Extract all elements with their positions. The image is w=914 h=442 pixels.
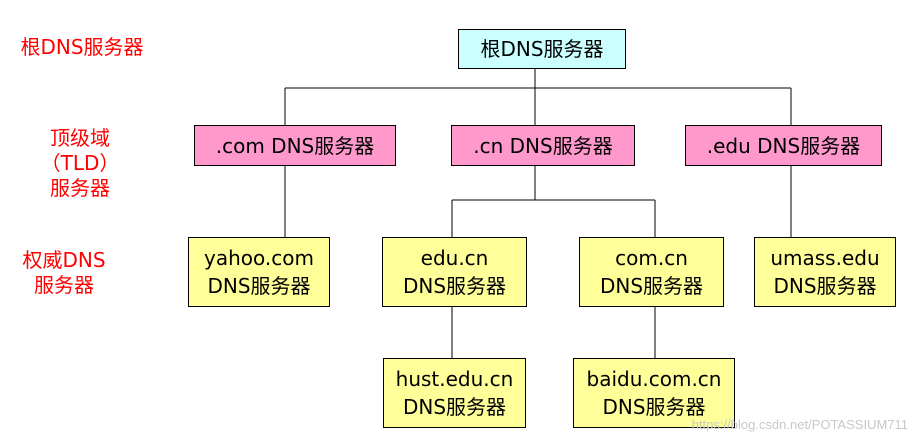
- level-label-tld-line-3: 服务器: [50, 176, 110, 200]
- level-label-tld: 顶级域 （TLD） 服务器: [20, 126, 140, 201]
- auth-umass-server-node: umass.edu DNS服务器: [754, 237, 896, 307]
- tld-com-server-label: .com DNS服务器: [215, 133, 375, 158]
- tld-cn-server-node: .cn DNS服务器: [451, 125, 635, 166]
- level-label-authoritative: 权威DNS 服务器: [4, 248, 124, 298]
- auth-com-cn-server-domain: com.cn: [615, 246, 688, 270]
- auth-umass-server-domain: umass.edu: [770, 246, 880, 270]
- auth-hust-server-node: hust.edu.cn DNS服务器: [383, 358, 526, 428]
- level-label-tld-line-2: （TLD）: [40, 151, 120, 175]
- auth-baidu-server-node: baidu.com.cn DNS服务器: [573, 358, 735, 428]
- root-dns-server-label: 根DNS服务器: [480, 37, 604, 61]
- watermark-text: https://blog.csdn.net/POTASSIUM711: [691, 417, 908, 432]
- auth-baidu-server-domain: baidu.com.cn: [586, 367, 722, 391]
- auth-hust-server-label: DNS服务器: [402, 395, 507, 419]
- auth-yahoo-server-domain: yahoo.com: [204, 246, 314, 270]
- root-dns-server-node: 根DNS服务器: [458, 29, 626, 69]
- tld-edu-server-label: .edu DNS服务器: [706, 133, 861, 158]
- auth-yahoo-server-node: yahoo.com DNS服务器: [188, 237, 330, 307]
- level-label-root: 根DNS服务器: [6, 35, 158, 60]
- level-label-root-text: 根DNS服务器: [20, 35, 144, 59]
- tld-edu-server-node: .edu DNS服务器: [685, 125, 882, 166]
- tld-com-server-node: .com DNS服务器: [194, 125, 396, 166]
- level-label-authoritative-line-1: 权威DNS: [22, 248, 106, 272]
- auth-com-cn-server-node: com.cn DNS服务器: [579, 237, 724, 307]
- level-label-authoritative-line-2: 服务器: [34, 273, 94, 297]
- auth-hust-server-domain: hust.edu.cn: [395, 367, 514, 391]
- level-label-tld-line-1: 顶级域: [50, 126, 110, 150]
- auth-edu-cn-server-domain: edu.cn: [420, 246, 489, 270]
- tld-cn-server-label: .cn DNS服务器: [473, 133, 613, 158]
- auth-edu-cn-server-node: edu.cn DNS服务器: [382, 237, 527, 307]
- auth-com-cn-server-label: DNS服务器: [599, 274, 704, 298]
- auth-baidu-server-label: DNS服务器: [602, 395, 706, 419]
- auth-umass-server-label: DNS服务器: [773, 274, 877, 298]
- auth-edu-cn-server-label: DNS服务器: [402, 274, 507, 298]
- auth-yahoo-server-label: DNS服务器: [207, 274, 311, 298]
